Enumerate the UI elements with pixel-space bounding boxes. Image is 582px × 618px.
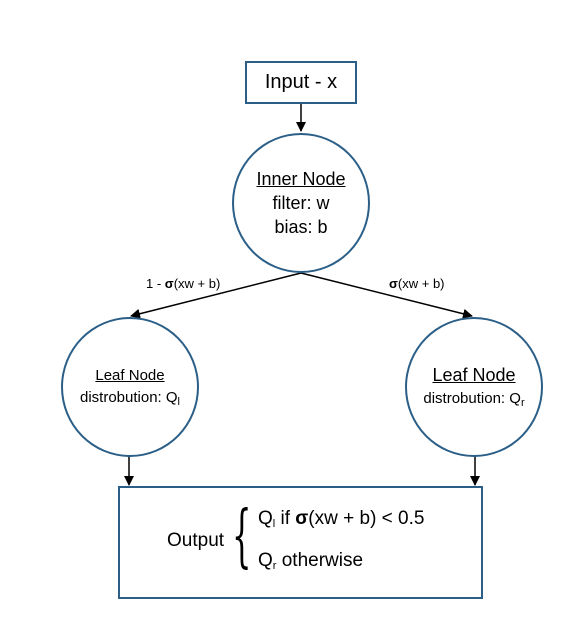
leaf-right-dist-wrap: distrobution: Qr (423, 387, 524, 411)
case2-q: Q (258, 550, 273, 571)
edge-right-expr: (xw + b) (397, 276, 445, 291)
leaf-right-dist: distrobution: Q (423, 390, 521, 407)
inner-node-filter: filter: w (272, 193, 330, 213)
edge-right-sigma: σ (389, 276, 398, 291)
edge-left-prefix: 1 - (146, 276, 165, 291)
input-node: Input - x (245, 61, 357, 104)
case2-text: otherwise (276, 550, 364, 571)
inner-node: Inner Node filter: w bias: b (232, 133, 370, 273)
case1-text-a: if (275, 508, 296, 529)
case1-q: Q (258, 508, 273, 529)
case1-text-b: (xw + b) < 0.5 (308, 508, 425, 529)
leaf-left-title: Leaf Node (95, 367, 165, 384)
output-label: Output (167, 530, 225, 551)
edge-right-label: σ(xw + b) (389, 276, 445, 291)
output-case-1: Ql if σ(xw + b) < 0.5 (258, 508, 424, 530)
output-case-2: Qr otherwise (258, 550, 363, 572)
edge-inner-to-left-leaf (130, 272, 302, 319)
case1-sub: l (272, 518, 276, 530)
leaf-right-sub: r (520, 397, 525, 409)
edge-left-label: 1 - σ(xw + b) (146, 276, 220, 291)
inner-node-title: Inner Node (256, 169, 346, 189)
edge-inner-to-right-leaf (300, 272, 473, 319)
case1-sigma: σ (295, 508, 309, 529)
input-node-label: Input - x (264, 71, 338, 93)
leaf-left-dist-wrap: distrobution: Ql (80, 387, 180, 409)
leaf-node-left: Leaf Node distrobution: Ql (61, 317, 199, 457)
output-brace: { (232, 497, 252, 576)
leaf-right-title: Leaf Node (432, 365, 516, 385)
output-box: Output { Ql if σ(xw + b) < 0.5 Qr otherw… (118, 486, 483, 599)
leaf-node-right: Leaf Node distrobution: Qr (405, 317, 543, 457)
case2-sub: r (272, 560, 277, 572)
leaf-left-dist: distrobution: Q (79, 389, 178, 406)
edge-left-sigma: σ (164, 276, 174, 291)
edge-left-expr: (xw + b) (173, 276, 221, 291)
leaf-left-sub: l (177, 396, 180, 408)
inner-node-bias: bias: b (274, 217, 328, 237)
